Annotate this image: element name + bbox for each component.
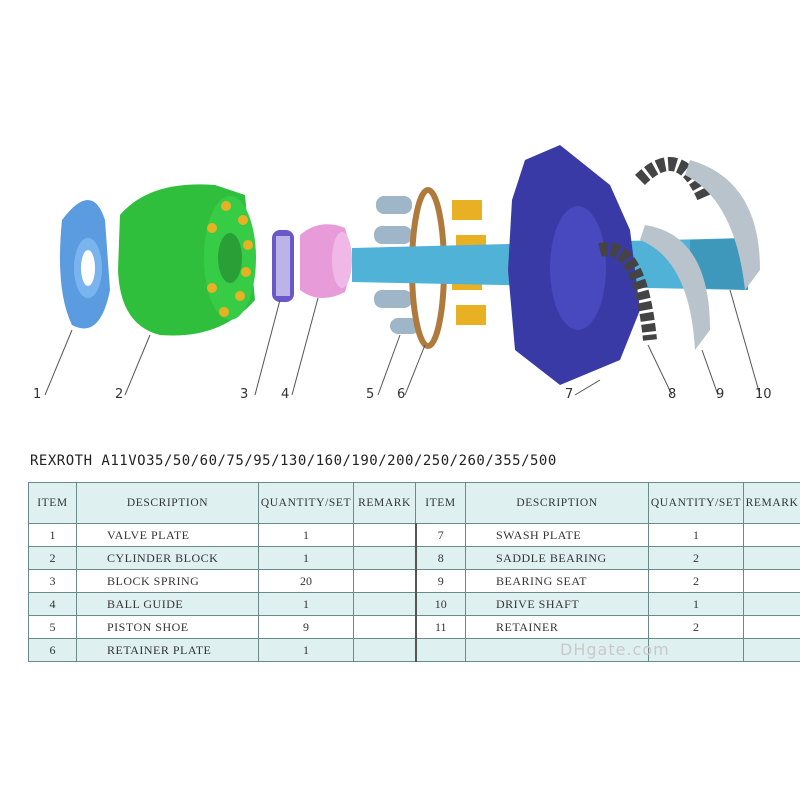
header-item: ITEM [28, 482, 77, 524]
remark-cell [353, 592, 416, 616]
header-item: ITEM [415, 482, 466, 524]
callout-1: 1 [33, 387, 42, 402]
table-row: 6 RETAINER PLATE 1 [28, 638, 800, 662]
saddle-bearings [598, 157, 712, 341]
header-quantity: QUANTITY/SET [258, 482, 354, 524]
remark-cell [743, 615, 800, 639]
table-row: 1 VALVE PLATE 1 7 SWASH PLATE 1 [28, 523, 800, 547]
swash-plate [508, 145, 640, 385]
callout-7: 7 [565, 387, 574, 402]
remark-cell [353, 523, 416, 547]
quantity-cell: 9 [258, 615, 354, 639]
item-cell: 3 [28, 569, 77, 593]
quantity-cell: 20 [258, 569, 354, 593]
table-header-row: ITEM DESCRIPTION QUANTITY/SET REMARK ITE… [28, 482, 800, 524]
description-cell: VALVE PLATE [76, 523, 259, 547]
item-cell: 2 [28, 546, 77, 570]
description-cell: SWASH PLATE [465, 523, 649, 547]
item-cell: 9 [414, 569, 466, 593]
remark-cell [743, 638, 800, 662]
description-cell: CYLINDER BLOCK [76, 546, 259, 570]
callout-10: 10 [755, 387, 772, 402]
item-cell: 5 [28, 615, 77, 639]
callout-2: 2 [115, 387, 124, 402]
quantity-cell: 1 [258, 546, 354, 570]
table-row: 3 BLOCK SPRING 20 9 BEARING SEAT 2 [28, 569, 800, 593]
header-description: DESCRIPTION [76, 482, 259, 524]
item-cell: 11 [414, 615, 466, 639]
item-cell: 6 [28, 638, 77, 662]
quantity-cell: 1 [258, 523, 354, 547]
model-title: REXROTH A11VO35/50/60/75/95/130/160/190/… [30, 453, 557, 469]
description-cell: BEARING SEAT [465, 569, 649, 593]
description-cell: RETAINER PLATE [76, 638, 259, 662]
quantity-cell [648, 638, 744, 662]
exploded-pump-diagram [44, 145, 761, 396]
item-cell: 10 [414, 592, 466, 616]
remark-cell [743, 523, 800, 547]
ball-guide [300, 224, 352, 299]
callout-5: 5 [366, 387, 375, 402]
description-cell: PISTON SHOE [76, 615, 259, 639]
quantity-cell: 2 [648, 615, 744, 639]
remark-cell [353, 638, 416, 662]
quantity-cell: 1 [648, 523, 744, 547]
quantity-cell: 1 [648, 592, 744, 616]
quantity-cell: 2 [648, 546, 744, 570]
callout-8: 8 [668, 387, 677, 402]
callout-3: 3 [240, 387, 249, 402]
item-cell: 8 [414, 546, 466, 570]
callout-9: 9 [716, 387, 725, 402]
leader-lines [44, 289, 761, 396]
description-cell: BALL GUIDE [76, 592, 259, 616]
header-description: DESCRIPTION [465, 482, 649, 524]
remark-cell [743, 546, 800, 570]
remark-cell [353, 615, 416, 639]
item-cell: 4 [28, 592, 77, 616]
remark-cell [743, 592, 800, 616]
block-spring [272, 230, 294, 302]
item-cell: 1 [28, 523, 77, 547]
header-quantity: QUANTITY/SET [648, 482, 744, 524]
table-row: 5 PISTON SHOE 9 11 RETAINER 2 [28, 615, 800, 639]
item-cell [414, 638, 466, 662]
remark-cell [743, 569, 800, 593]
watermark: DHgate.com [560, 640, 670, 659]
item-cell: 7 [414, 523, 466, 547]
callout-6: 6 [397, 387, 406, 402]
table-row: 4 BALL GUIDE 1 10 DRIVE SHAFT 1 [28, 592, 800, 616]
callout-4: 4 [281, 387, 290, 402]
quantity-cell: 2 [648, 569, 744, 593]
table-row: 2 CYLINDER BLOCK 1 8 SADDLE BEARING 2 [28, 546, 800, 570]
description-cell: SADDLE BEARING [465, 546, 649, 570]
quantity-cell: 1 [258, 592, 354, 616]
valve-plate [59, 200, 110, 329]
cylinder-block [118, 184, 256, 336]
header-remark: REMARK [353, 482, 416, 524]
description-cell [465, 638, 649, 662]
remark-cell [353, 569, 416, 593]
parts-table: ITEM DESCRIPTION QUANTITY/SET REMARK ITE… [28, 482, 800, 662]
description-cell: DRIVE SHAFT [465, 592, 649, 616]
bearing-seats [640, 160, 760, 350]
quantity-cell: 1 [258, 638, 354, 662]
description-cell: BLOCK SPRING [76, 569, 259, 593]
description-cell: RETAINER [465, 615, 649, 639]
header-remark: REMARK [743, 482, 800, 524]
remark-cell [353, 546, 416, 570]
